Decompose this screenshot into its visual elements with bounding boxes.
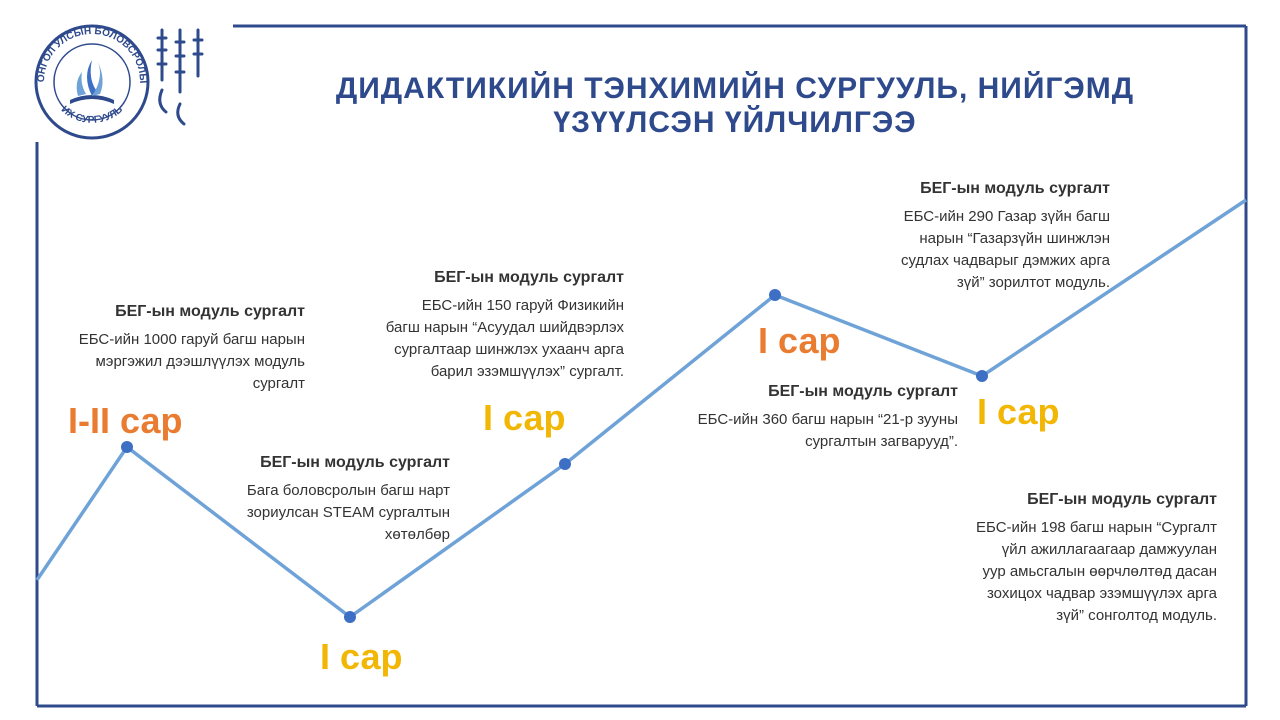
info-block-2-title: БЕГ-ын модуль сургалт (260, 454, 450, 471)
info-block-6-line-3: уур амьсгалын өөрчлөлтөд дасан (982, 563, 1218, 580)
timeline-dot-2 (344, 611, 356, 623)
info-block-5-line-2: нарын “Газарзүйн шинжлэн (919, 230, 1110, 247)
info-block-2-line-3: хөтөлбөр (384, 526, 450, 543)
logo-inner-ring-icon (53, 43, 131, 121)
info-block-3-line-4: барил эзэмшүүлэх” сургалт. (430, 363, 624, 380)
info-block-6-line-2: үйл ажиллагаагаар дамжуулан (1001, 541, 1217, 558)
timeline-dot-3 (559, 458, 571, 470)
logo-outer-ring-icon (34, 24, 150, 140)
info-block-1-title: БЕГ-ын модуль сургалт (115, 303, 305, 320)
book-flame-icon (70, 60, 114, 104)
info-block-3: БЕГ-ын модуль сургалт ЕБС-ийн 150 гаруй … (386, 269, 624, 383)
timeline-dot-1 (121, 441, 133, 453)
month-label-5: I сар (977, 391, 1060, 432)
info-block-6: БЕГ-ын модуль сургалт ЕБС-ийн 198 багш н… (976, 491, 1217, 627)
month-label-3: I сар (483, 397, 566, 438)
timeline-dot-4 (769, 289, 781, 301)
info-block-3-line-2: багш нарын “Асуудал шийдвэрлэх (385, 319, 624, 336)
info-block-4-line-1: ЕБС-ийн 360 багш нарын “21-р зууны (697, 411, 958, 428)
info-block-4: БЕГ-ын модуль сургалт ЕБС-ийн 360 багш н… (698, 383, 958, 453)
page-title-line-1: ДИДАКТИКИЙН ТЭНХИМИЙН СУРГУУЛЬ, НИЙГЭМД (335, 72, 1135, 105)
info-block-5-line-4: зүй” зорилтот модуль. (956, 274, 1110, 291)
month-label-2: I сар (320, 636, 403, 677)
info-block-5-line-1: ЕБС-ийн 290 Газар зүйн багш (903, 208, 1110, 225)
info-block-6-line-4: зохицох чадвар эзэмшүүлэх арга (986, 585, 1217, 602)
info-block-5: БЕГ-ын модуль сургалт ЕБС-ийн 290 Газар … (901, 180, 1110, 294)
month-label-4: I сар (758, 320, 841, 361)
month-label-1: I-II сар (68, 400, 183, 441)
info-block-2-line-2: зориулсан STEAM сургалтын (246, 504, 450, 521)
info-block-2-line-1: Бага боловсролын багш нарт (246, 482, 450, 499)
info-block-4-line-2: сургалтын загварууд”. (805, 433, 958, 450)
info-block-1: БЕГ-ын модуль сургалт ЕБС-ийн 1000 гаруй… (79, 303, 305, 395)
info-block-3-line-1: ЕБС-ийн 150 гаруй Физикийн (421, 297, 624, 314)
info-block-3-line-3: сургалтаар шинжлэх ухаанч арга (394, 341, 624, 358)
mongolian-script-icon (156, 28, 204, 126)
info-block-4-title: БЕГ-ын модуль сургалт (768, 383, 958, 400)
info-block-1-line-2: мэргэжил дээшлүүлэх модуль (95, 353, 305, 370)
info-block-3-title: БЕГ-ын модуль сургалт (434, 269, 624, 286)
info-block-6-line-5: зүй” сонголтод модуль. (1056, 607, 1217, 624)
info-block-5-line-3: судлах чадварыг дэмжих арга (901, 252, 1110, 269)
info-block-6-title: БЕГ-ын модуль сургалт (1027, 491, 1217, 508)
timeline-dot-5 (976, 370, 988, 382)
info-block-2: БЕГ-ын модуль сургалт Бага боловсролын б… (247, 454, 450, 546)
info-block-1-line-1: ЕБС-ийн 1000 гаруй багш нарын (78, 331, 305, 348)
info-block-6-line-1: ЕБС-ийн 198 багш нарын “Сургалт (976, 519, 1217, 536)
university-logo: МОНГОЛ УЛСЫН БОЛОВСРОЛЫН ИХ СУРГУУЛЬ (30, 20, 220, 140)
info-block-5-title: БЕГ-ын модуль сургалт (920, 180, 1110, 197)
info-block-1-line-3: сургалт (252, 375, 305, 392)
page-title-line-2: ҮЗҮҮЛСЭН ҮЙЛЧИЛГЭЭ (553, 106, 917, 139)
